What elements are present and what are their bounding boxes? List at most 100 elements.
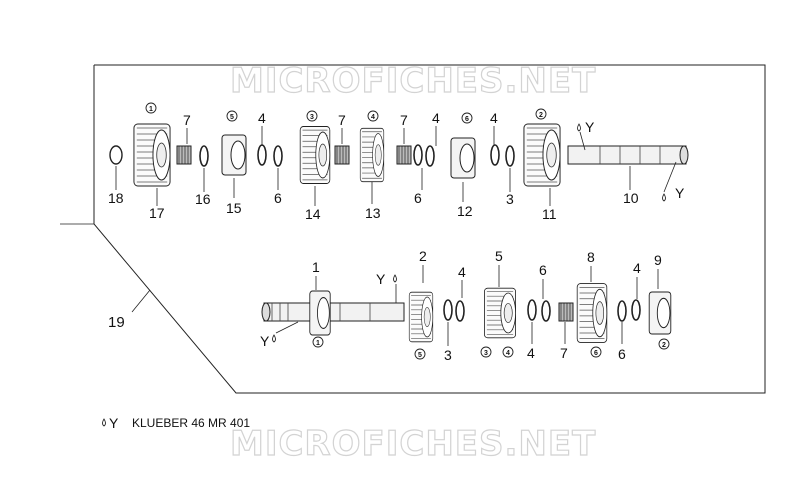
- svg-text:2: 2: [539, 112, 543, 119]
- gear-17: [133, 123, 171, 187]
- label-9: 9: [654, 252, 662, 268]
- label-1: 1: [312, 259, 320, 275]
- label-14: 14: [305, 206, 321, 222]
- washer-3-lower: [455, 300, 465, 322]
- grease-mark-upper-2: Y: [675, 185, 685, 201]
- gear-8: [576, 283, 608, 343]
- lower-shaft-assembly: Y Y 1 5 3 4 6 2 1 2 4: [260, 248, 672, 363]
- gear-15: [221, 134, 247, 176]
- circlip-4b: [413, 144, 423, 166]
- label-7: 7: [338, 112, 346, 128]
- frame-leader: [131, 289, 151, 313]
- label-7: 7: [183, 112, 191, 128]
- gear-12: [450, 137, 476, 179]
- circled-ref-lower-2: 5: [414, 348, 426, 360]
- svg-text:4: 4: [371, 114, 375, 121]
- gear-14: [299, 126, 331, 184]
- washer-6c: [541, 300, 551, 322]
- svg-text:6: 6: [594, 350, 598, 357]
- gear-9: [648, 291, 672, 335]
- circled-ref-upper-5: 6: [461, 112, 473, 124]
- grease-mark-lower-1: Y: [376, 271, 386, 287]
- svg-text:3: 3: [310, 114, 314, 121]
- grease-drop-icon: [393, 274, 397, 283]
- washer-6b: [425, 145, 435, 167]
- circled-ref-upper-2: 5: [226, 110, 238, 122]
- lubricant-legend: Y KLUEBER 46 MR 401: [102, 415, 250, 431]
- watermark-top: MICROFICHES.NET: [230, 61, 596, 101]
- label-4: 4: [432, 110, 440, 126]
- label-4: 4: [458, 264, 466, 280]
- circlip-4e: [527, 299, 537, 321]
- leader: [579, 131, 586, 151]
- upper-shaft-assembly: Y Y 1 5 3 4 6 2 7 4 7: [108, 102, 689, 222]
- leader: [663, 161, 677, 193]
- label-7: 7: [560, 345, 568, 361]
- gear-11: [523, 123, 561, 187]
- legend-text: KLUEBER 46 MR 401: [132, 416, 250, 430]
- svg-text:6: 6: [465, 116, 469, 123]
- legend-symbol: Y: [109, 415, 119, 431]
- washer-6d: [617, 300, 627, 322]
- needle-bearing-7c: [396, 145, 412, 165]
- grease-drop-icon: [102, 418, 106, 427]
- label-3: 3: [506, 191, 514, 207]
- assembly-frame: [93, 64, 766, 394]
- label-13: 13: [365, 205, 381, 221]
- gear-5: [484, 287, 516, 339]
- svg-text:1: 1: [149, 106, 153, 113]
- bottom-leaders: [115, 166, 631, 206]
- watermark-bottom: MICROFICHES.NET: [230, 424, 596, 464]
- svg-text:2: 2: [662, 342, 666, 349]
- frame-label-19: 19: [108, 314, 125, 331]
- needle-bearing-7b: [334, 145, 350, 165]
- upper-shaft: [567, 145, 689, 165]
- circled-ref-lower-6: 2: [658, 338, 670, 350]
- svg-text:5: 5: [418, 352, 422, 359]
- label-5: 5: [495, 248, 503, 264]
- label-6: 6: [539, 262, 547, 278]
- label-15: 15: [226, 200, 242, 216]
- label-4: 4: [258, 110, 266, 126]
- washer-18: [109, 145, 123, 165]
- label-16: 16: [195, 191, 211, 207]
- top-leaders: [186, 126, 495, 146]
- grease-mark-lower-2: Y: [260, 333, 270, 349]
- label-4: 4: [490, 110, 498, 126]
- label-6: 6: [414, 190, 422, 206]
- circlip-4c: [490, 144, 500, 166]
- gear-2: [408, 291, 434, 343]
- washer-3: [505, 145, 515, 167]
- label-8: 8: [587, 249, 595, 265]
- lower-shaft: [261, 302, 405, 322]
- label-7: 7: [400, 112, 408, 128]
- svg-text:3: 3: [484, 350, 488, 357]
- label-2: 2: [419, 248, 427, 264]
- grease-drop-icon: [272, 334, 276, 343]
- ring-16: [199, 145, 209, 167]
- label-10: 10: [623, 190, 639, 206]
- circlip-4f: [631, 299, 641, 321]
- grease-mark-upper-1: Y: [585, 119, 595, 135]
- lower-top-leaders: [315, 265, 659, 299]
- circlip-4d: [443, 299, 453, 321]
- label-4: 4: [527, 345, 535, 361]
- needle-bearing-7a: [176, 145, 192, 165]
- label-11: 11: [542, 206, 557, 222]
- lower-bottom-leaders: [447, 322, 623, 346]
- circlip-4a: [257, 144, 267, 166]
- gear-1: [309, 290, 331, 336]
- needle-bearing-7d: [558, 302, 574, 322]
- svg-text:4: 4: [506, 350, 510, 357]
- grease-drop-icon: [577, 123, 581, 132]
- circled-ref-lower-1: 1: [312, 336, 324, 348]
- label-4: 4: [633, 260, 641, 276]
- label-3: 3: [444, 347, 452, 363]
- circled-ref-lower-3: 3: [480, 346, 492, 358]
- circled-ref-upper-1: 1: [145, 102, 157, 114]
- grease-drop-icon: [662, 193, 666, 202]
- circled-ref-upper-4: 4: [367, 110, 379, 122]
- label-12: 12: [457, 203, 473, 219]
